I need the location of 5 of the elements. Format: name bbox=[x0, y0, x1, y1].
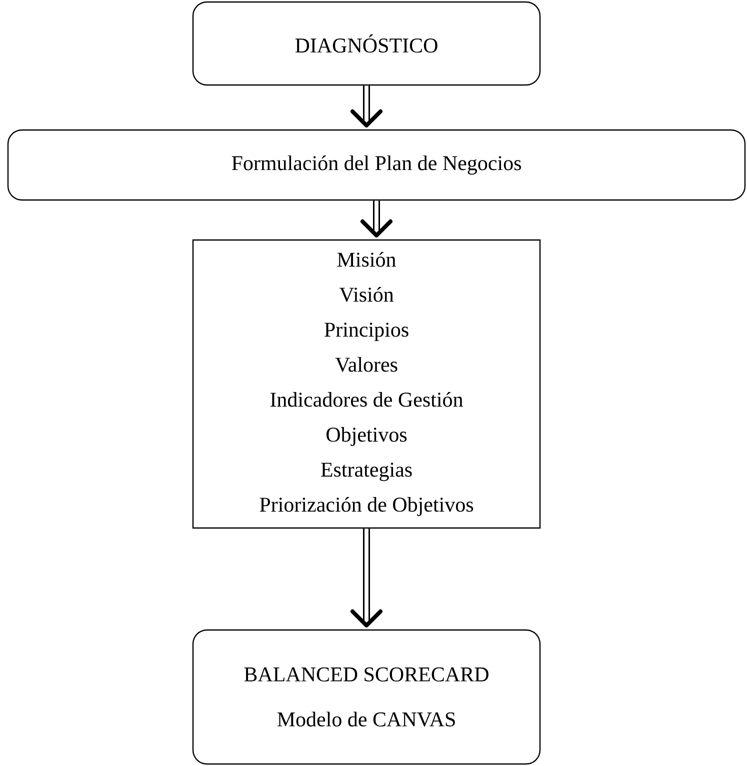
list-box: Misión Visión Principios Valores Indicadores de Gestión Objetivos Estrategias Priorización de Objetivos bbox=[192, 239, 541, 529]
process-box: Formulación del Plan de Negocios bbox=[7, 129, 746, 201]
process-box: DIAGNÓSTICO bbox=[192, 1, 541, 86]
process-box: BALANCED SCORECARD Modelo de CANVAS bbox=[192, 629, 541, 765]
double-arrow bbox=[350, 528, 382, 628]
